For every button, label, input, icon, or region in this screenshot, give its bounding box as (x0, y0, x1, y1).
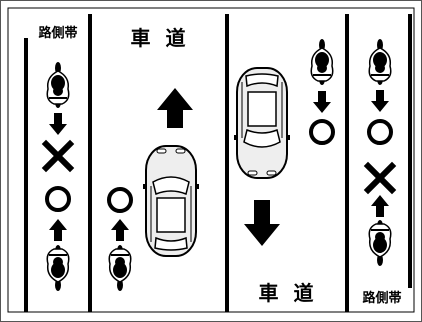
road-label-top: 車 道 (131, 26, 190, 50)
road-label-bottom: 車 道 (259, 281, 318, 305)
arrow-up-icon-road-left (157, 88, 193, 128)
lane-line-left (24, 38, 28, 312)
car-icon-left (142, 145, 200, 257)
inner-frame (7, 7, 415, 313)
lane-line-left-shoulder (88, 14, 92, 312)
lane-line-center (225, 14, 229, 312)
lane-line-right (408, 14, 412, 288)
lane-line-right-shoulder (345, 14, 349, 312)
shoulder-label-right: 路側帯 (362, 290, 401, 306)
car-icon-right (233, 67, 291, 179)
shoulder-label-left: 路側帯 (38, 25, 77, 41)
arrow-down-icon-road-right (244, 200, 280, 246)
